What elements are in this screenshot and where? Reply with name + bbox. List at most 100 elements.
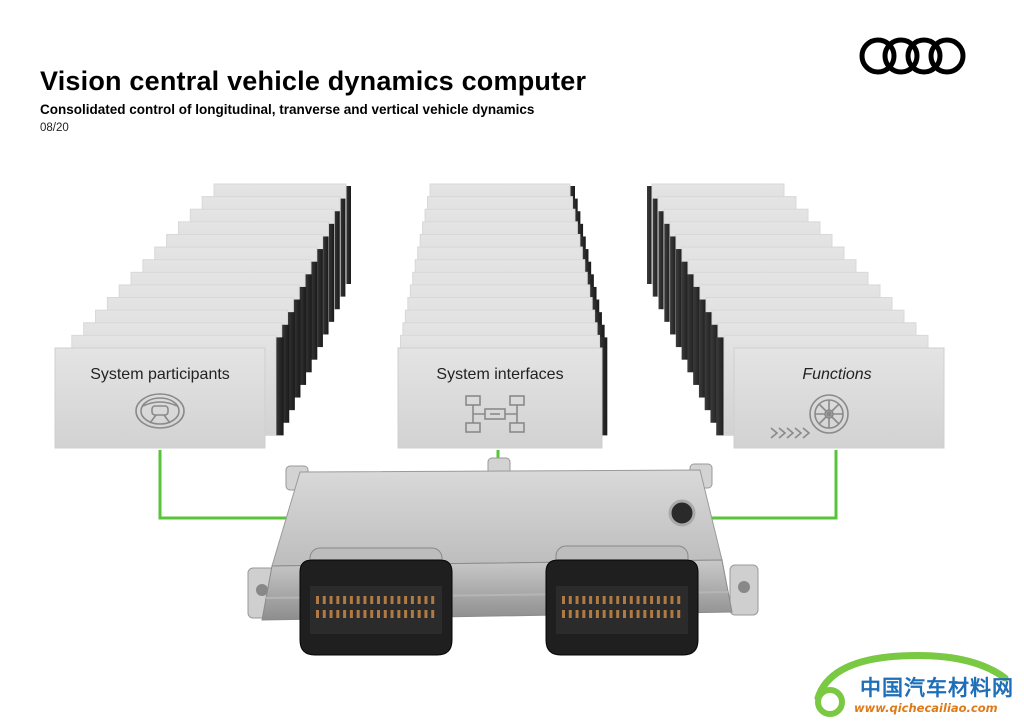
connector-pin <box>595 610 599 618</box>
card-label-participants: System participants <box>90 366 230 383</box>
page-subtitle: Consolidated control of longitudinal, tr… <box>40 102 535 117</box>
stack-card-edge <box>315 249 323 348</box>
connector-pin <box>363 596 367 604</box>
stack-card-edge <box>333 211 340 310</box>
connector-pin <box>383 610 387 618</box>
connector-pin <box>609 610 613 618</box>
connector-pin <box>390 610 394 618</box>
connector-pin <box>356 596 360 604</box>
stack-card-edge <box>327 223 335 322</box>
connector-pin <box>562 610 565 618</box>
connector-pin <box>404 596 408 604</box>
connector-pin <box>377 610 380 618</box>
connector-pin <box>582 610 586 618</box>
connector-pin <box>417 610 421 618</box>
connector-pin <box>677 596 681 604</box>
connector-pin <box>656 610 660 618</box>
connector-pin <box>663 610 667 618</box>
stack-card-edge <box>704 312 713 411</box>
connector-pin <box>431 596 435 604</box>
connector-pin <box>629 610 633 618</box>
connector-pin <box>589 610 593 618</box>
connector-pin <box>424 610 428 618</box>
connector-pin <box>370 596 374 604</box>
connector-pin <box>650 610 654 618</box>
connector-pin <box>377 596 380 604</box>
connector-pin <box>410 596 414 604</box>
connector-pin <box>343 596 347 604</box>
connector-pin <box>670 596 674 604</box>
stack-card-edge <box>681 261 689 360</box>
connector-pin <box>609 596 613 604</box>
stack-card-edge <box>292 299 301 398</box>
stack-card-edge <box>670 236 677 335</box>
stack-card-edge <box>710 324 719 423</box>
connector-pin <box>663 596 667 604</box>
connector-pin <box>336 596 340 604</box>
connector-pin <box>431 610 435 618</box>
stack-card-edge <box>321 236 329 335</box>
connector-pin <box>602 610 606 618</box>
connector-pin <box>363 610 367 618</box>
connector-pin <box>356 610 360 618</box>
connector-pin <box>349 596 353 604</box>
wheel-with-arrows-icon <box>770 394 849 439</box>
watermark-url: www.qichecailiao.com <box>854 701 998 715</box>
connector-pin <box>404 610 408 618</box>
ecu-connector-right <box>545 559 699 656</box>
connector-pin <box>575 610 579 618</box>
connector-pin <box>616 610 620 618</box>
connector-pin <box>397 610 401 618</box>
connector-pin <box>677 610 681 618</box>
stack-card-edge <box>698 299 707 398</box>
connector-pin <box>575 596 579 604</box>
date-code: 08/20 <box>40 122 69 134</box>
stack-card-edge <box>298 286 307 385</box>
connector-pin <box>636 596 640 604</box>
connector-pin <box>636 610 640 618</box>
four-rings-logo <box>859 37 966 75</box>
connector-pin <box>568 610 572 618</box>
connector-pin <box>322 596 326 604</box>
connector-pin <box>643 610 647 618</box>
connector-pin <box>589 596 593 604</box>
watermark-car-logo <box>814 652 1009 717</box>
stack-card-edge <box>664 223 671 322</box>
connector-participants <box>158 450 292 520</box>
card-interfaces <box>397 347 603 449</box>
connector-pin <box>670 610 674 618</box>
stack-card-edge <box>598 337 608 436</box>
connector-pin <box>602 596 606 604</box>
connector-pin <box>329 596 333 604</box>
stack-card-edge <box>280 324 290 423</box>
stack-card-edge <box>309 261 318 360</box>
connector-pin <box>316 610 319 618</box>
connector-functions <box>710 450 838 520</box>
connector-pin <box>656 596 660 604</box>
stack-card-edge <box>339 198 346 297</box>
stack-card-edge <box>716 337 725 436</box>
connector-pin <box>329 610 333 618</box>
stack-card-edge <box>675 249 683 348</box>
stack-card-edge <box>693 286 701 385</box>
connector-pin <box>316 596 319 604</box>
connector-pin <box>343 610 347 618</box>
connector-pin <box>643 596 647 604</box>
stack-card-edge <box>274 337 284 436</box>
stack-card-edge <box>304 274 312 373</box>
connector-pin <box>336 610 340 618</box>
connector-pin <box>383 596 387 604</box>
steering-wheel-icon <box>135 393 185 429</box>
ecu-connector-left <box>299 559 453 656</box>
page-title: Vision central vehicle dynamics computer <box>40 66 587 96</box>
connector-pin <box>424 596 428 604</box>
drivetrain-layout-icon <box>465 395 525 433</box>
connector-pin <box>562 596 565 604</box>
connector-pin <box>322 610 326 618</box>
connector-pin <box>390 596 394 604</box>
connector-pin <box>568 596 572 604</box>
connector-pin <box>397 596 401 604</box>
card-label-interfaces: System interfaces <box>436 366 564 383</box>
connector-pin <box>623 596 626 604</box>
